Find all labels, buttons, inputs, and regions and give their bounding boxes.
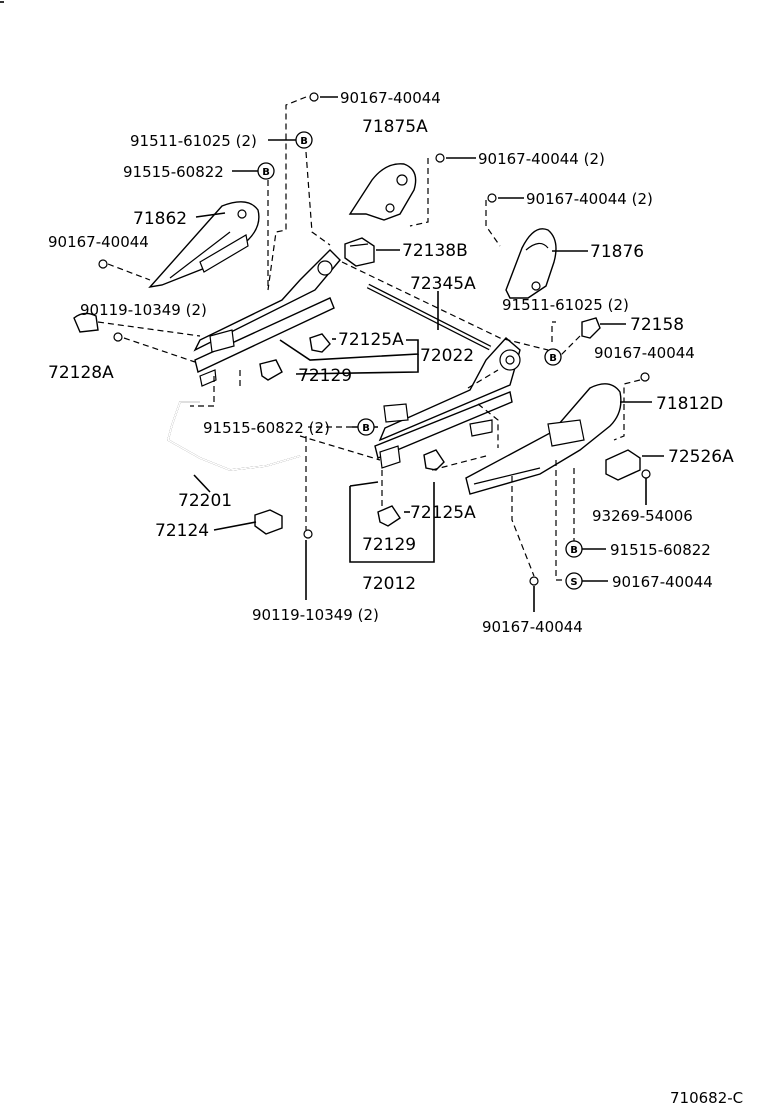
part-71812D-cover: [465, 383, 622, 495]
label-71876: 71876: [590, 242, 644, 262]
badge-b-5: B: [565, 540, 583, 558]
badge-s-1: S: [565, 572, 583, 590]
svg-text:S: S: [570, 577, 577, 588]
label-72129-bottom: 72129: [362, 535, 416, 555]
label-72158: 72158: [630, 315, 684, 335]
diagram-code: 710682-C: [670, 1089, 743, 1107]
dashed-guides: [97, 96, 641, 581]
part-72129-top: [259, 359, 283, 381]
part-72125A-top: [309, 333, 331, 353]
badge-b-2: B: [257, 162, 275, 180]
badge-b-3: B: [544, 348, 562, 366]
label-71862: 71862: [133, 209, 187, 229]
label-72345A: 72345A: [410, 274, 476, 294]
part-72125A-bottom: [423, 449, 445, 471]
label-91511-61025-left: 91511-61025 (2): [130, 132, 257, 150]
part-72345A-rod: [366, 283, 492, 351]
label-72128A: 72128A: [48, 363, 114, 383]
badge-b-1: B: [295, 131, 313, 149]
part-72128A: [73, 312, 99, 333]
label-90167-40044-s: 90167-40044: [612, 573, 713, 591]
part-71862-cover: [148, 201, 260, 289]
label-93269-54006: 93269-54006: [592, 507, 693, 525]
label-72022: 72022: [420, 346, 474, 366]
svg-text:B: B: [570, 545, 578, 556]
label-72129-top: 72129: [298, 366, 352, 386]
label-72201: 72201: [178, 491, 232, 511]
part-right-track: [374, 337, 521, 469]
label-90167-40044-left: 90167-40044: [48, 233, 149, 251]
part-72201-wire: [167, 401, 301, 471]
label-91515-60822-right: 91515-60822: [610, 541, 711, 559]
leader-lines: [193, 96, 664, 612]
label-90119-10349-bottom: 90119-10349 (2): [252, 606, 379, 624]
part-72124: [254, 509, 283, 535]
label-72125A-top: 72125A: [338, 330, 404, 350]
label-72124: 72124: [155, 521, 209, 541]
label-71875A: 71875A: [362, 117, 428, 137]
label-90167-40044-2b: 90167-40044 (2): [526, 190, 653, 208]
label-72526A: 72526A: [668, 447, 734, 467]
label-91511-61025-right: 91511-61025 (2): [502, 296, 629, 314]
part-72129-bottom: [377, 505, 401, 527]
label-91515-60822-2: 91515-60822 (2): [203, 419, 330, 437]
svg-text:B: B: [362, 423, 370, 434]
part-left-track: [193, 249, 341, 387]
badge-b-4: B: [357, 418, 375, 436]
label-90119-10349-left: 90119-10349 (2): [80, 301, 207, 319]
part-72526A: [605, 449, 641, 481]
part-72138B: [344, 237, 375, 267]
part-71876-cover: [505, 228, 557, 299]
label-91515-60822-left: 91515-60822: [123, 163, 224, 181]
label-90167-40044-top: 90167-40044: [340, 89, 441, 107]
svg-text:B: B: [549, 353, 557, 364]
label-72138B: 72138B: [402, 241, 468, 261]
label-72125A-bottom: 72125A: [410, 503, 476, 523]
part-72158: [581, 317, 601, 339]
svg-text:B: B: [300, 136, 308, 147]
svg-text:B: B: [262, 167, 270, 178]
label-72012: 72012: [362, 574, 416, 594]
label-71812D: 71812D: [656, 394, 723, 414]
label-90167-40044-2a: 90167-40044 (2): [478, 150, 605, 168]
label-90167-40044-right: 90167-40044: [594, 344, 695, 362]
label-90167-40044-bottom: 90167-40044: [482, 618, 583, 636]
bolt-icons: [98, 92, 651, 586]
part-71875A-cover: [348, 163, 417, 221]
